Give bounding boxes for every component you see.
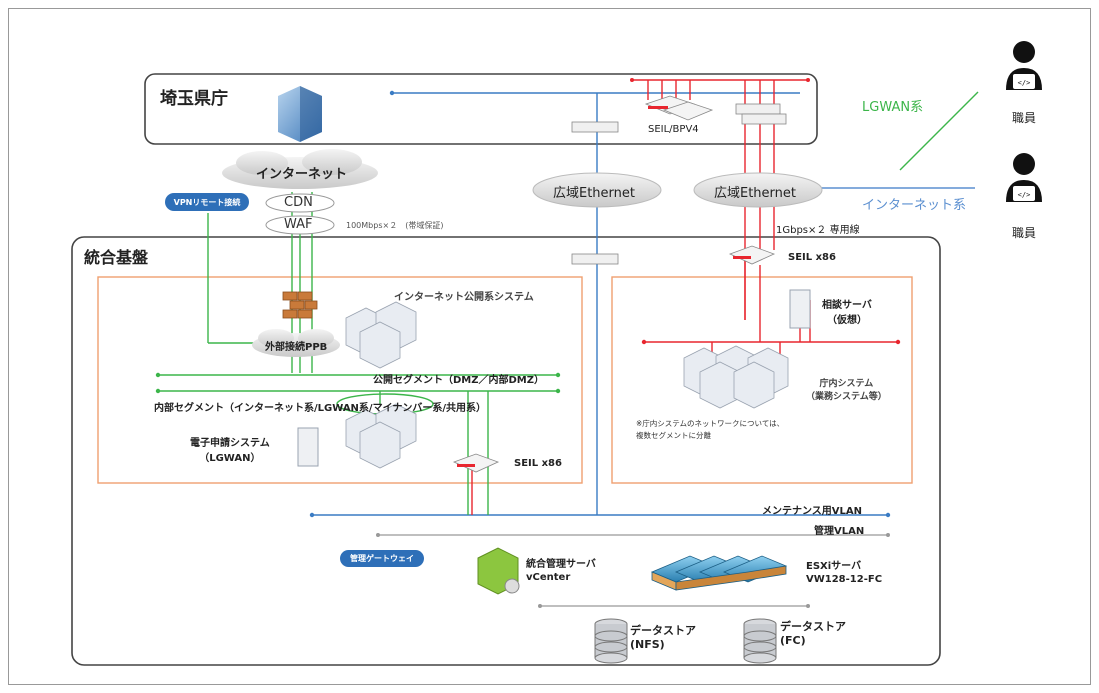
consult-server-line2: （仮想） [826,315,867,326]
right-zone-box [611,276,913,484]
building-icon [278,86,322,142]
external-ppb-cloud-icon [252,329,340,357]
integrated-platform-box [71,236,941,666]
wide-area-ethernet-left-label: 広域Ethernet [553,186,635,201]
waf-label: WAF [284,217,313,232]
cdn-label: CDN [284,195,313,210]
mgmt-server-line2: vCenter [526,572,571,583]
datastore-fc-label: データストア (FC) [780,620,846,648]
lgwan-line-label: LGWAN系 [862,100,924,115]
datastore-fc-line2: (FC) [780,634,806,647]
mgmt-server-label: 統合管理サーバ vCenter [526,558,596,584]
management-gateway-badge: 管理ゲートウェイ [340,550,424,567]
internet-cloud-icon [222,149,378,189]
internal-system-line2: （業務システム等） [806,392,887,402]
wide-area-ethernet-right-cloud [693,172,823,208]
esxi-server-label: ESXiサーバ VW128-12-FC [806,560,882,586]
datastore-fc-line1: データストア [780,620,846,633]
seil-x86-top-label: SEIL x86 [788,252,836,263]
esxi-server-icon [650,555,788,591]
consult-server-label: 相談サーバ （仮想） [822,296,872,326]
vpn-remote-badge: VPNリモート接続 [165,193,249,211]
maintenance-vlan-label: メンテナンス用VLAN [762,506,863,517]
staff-icon: </> [1002,152,1046,208]
tower-server-icon [297,289,811,467]
datastore-nfs-label: データストア (NFS) [630,624,696,652]
external-ppb-label: 外部接続PPB [265,342,328,353]
staff-icon: </> [1002,40,1046,96]
mgmt-server-line1: 統合管理サーバ [526,559,596,570]
internet-public-system-label: インターネット公開系システム [394,292,534,303]
staff-label-2: 職員 [1012,226,1037,240]
seil-bpv4-label: SEIL/BPV4 [648,124,699,135]
server-cluster-icon [345,301,417,369]
network-note-line2: 複数セグメントに分離 [636,431,711,440]
internal-system-label: 庁内システム （業務システム等） [806,376,887,402]
prefecture-office-box [144,73,818,145]
internet-label: インターネット [256,167,348,182]
public-segment-label: 公開セグメント（DMZ／内部DMZ） [373,375,545,386]
consult-server-line1: 相談サーバ [822,300,872,311]
left-zone-box [97,276,583,484]
firewall-icon [282,291,318,319]
wide-area-ethernet-left-cloud [532,172,662,208]
e-application-label: 電子申請システム （LGWAN） [190,434,270,464]
prefecture-office-title: 埼玉県庁 [160,89,228,109]
internal-system-line1: 庁内システム [819,379,874,389]
seil-router-icon [452,95,776,473]
esxi-line1: ESXiサーバ [806,561,862,572]
integrated-platform-title: 統合基盤 [84,248,149,267]
wide-area-ethernet-right-label: 広域Ethernet [714,186,796,201]
bandwidth-dedicated-label: 1Gbps×２ 専用線 [776,225,860,236]
internet-line-label: インターネット系 [862,198,967,213]
e-application-line1: 電子申請システム [190,438,270,449]
network-note: ※庁内システムのネットワークについては、 複数セグメントに分離 [636,418,784,442]
seil-x86-bottom-label: SEIL x86 [514,458,562,469]
server-cluster-icon [345,403,417,469]
staff-label-1: 職員 [1012,111,1037,125]
vcenter-icon [477,547,520,595]
internal-segment-label: 内部セグメント（インターネット系/LGWAN系/マイナンバー系/共用系） [154,403,487,414]
management-vlan-label: 管理VLAN [814,526,865,537]
router-icon [571,103,787,265]
network-note-line1: ※庁内システムのネットワークについては、 [636,419,785,428]
datastore-nfs-line2: (NFS) [630,638,665,651]
datastore-icon [594,618,628,664]
svg-text:</>: </> [1018,79,1031,87]
datastore-icon [743,618,777,664]
esxi-line2: VW128-12-FC [806,574,883,585]
datastore-nfs-line1: データストア [630,624,696,637]
e-application-line2: （LGWAN） [199,453,261,464]
server-cluster-icon [683,345,789,409]
svg-text:</>: </> [1018,191,1031,199]
bandwidth-internet-label: 100Mbps×２ (帯域保証) [346,221,444,230]
